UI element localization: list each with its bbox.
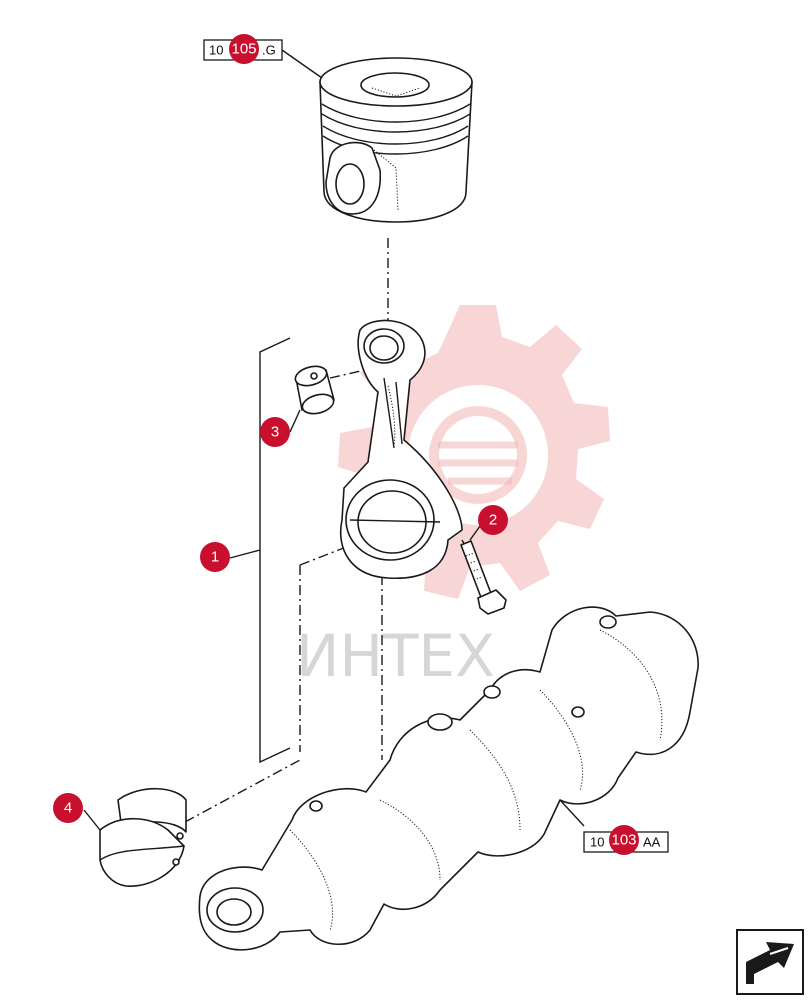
- crankshaft-reference-tag[interactable]: 10 AA 103: [583, 825, 669, 855]
- callout-1-label: 1: [211, 549, 219, 566]
- crankshaft: [198, 606, 699, 951]
- piston-ref-left: 10: [209, 43, 223, 58]
- assembly-bracket: [259, 337, 291, 764]
- small-end-bushing: [294, 365, 335, 415]
- connecting-rod: [340, 319, 463, 580]
- piston-ref-badge: 105: [231, 41, 256, 58]
- crankshaft-ref-badge: 103: [611, 832, 636, 849]
- callout-3-label: 3: [271, 424, 279, 441]
- rod-bolt: [460, 540, 507, 615]
- piston-ref-right: .G: [262, 43, 276, 58]
- callout-3[interactable]: 3: [260, 417, 290, 447]
- bearing-shells: [99, 788, 187, 887]
- callout-1[interactable]: 1: [200, 542, 230, 572]
- callout-4-label: 4: [64, 800, 72, 817]
- next-arrow-icon[interactable]: [736, 929, 804, 995]
- crankshaft-ref-left: 10: [590, 835, 604, 850]
- callout-2[interactable]: 2: [478, 505, 508, 535]
- callout-4[interactable]: 4: [53, 793, 83, 823]
- crankshaft-ref-right: AA: [643, 835, 661, 850]
- piston: [319, 57, 473, 223]
- piston-reference-tag[interactable]: 10 .G 105: [203, 34, 323, 79]
- callout-2-label: 2: [489, 512, 497, 529]
- watermark-text: ИНТЕХ: [296, 622, 495, 690]
